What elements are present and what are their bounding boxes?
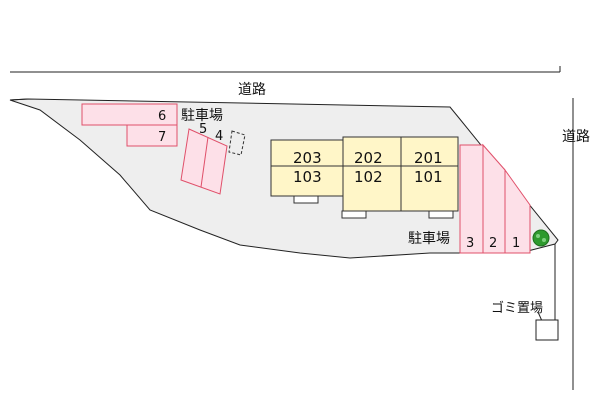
parking-spaces-right <box>459 143 531 254</box>
parking-space-2-label: 2 <box>489 236 497 251</box>
parking-space-5-label: 5 <box>199 122 207 137</box>
lot-top-edge <box>9 98 29 101</box>
road-top-label: 道路 <box>238 82 266 98</box>
apartment-building <box>270 136 459 219</box>
room-103: 103 <box>293 168 322 186</box>
parking-space-6-label: 6 <box>158 109 166 124</box>
room-203: 203 <box>293 149 322 167</box>
room-101: 101 <box>414 168 443 186</box>
parking-space-divider <box>200 136 209 188</box>
unit-block-202-102 <box>342 136 402 212</box>
parking-space-1 <box>504 168 531 254</box>
unit-block-201-101 <box>400 136 459 212</box>
parking-space-5 <box>180 128 228 195</box>
parking-space-3-label: 3 <box>466 236 474 251</box>
porch-103 <box>293 195 319 204</box>
road-top-line <box>10 66 561 73</box>
porch-102 <box>341 210 367 219</box>
parking-space-5-group <box>180 128 228 195</box>
unit-block-203-103 <box>270 139 344 197</box>
tree-icon <box>532 229 550 247</box>
garbage-label: ゴミ置場 <box>491 300 543 316</box>
garbage-station <box>535 319 559 341</box>
parking-label-bottom: 駐車場 <box>408 230 450 247</box>
porch-101 <box>428 210 454 219</box>
room-202: 202 <box>354 149 383 167</box>
room-201: 201 <box>414 149 443 167</box>
road-right-label: 道路 <box>562 129 590 145</box>
parking-space-7 <box>126 124 178 147</box>
room-102: 102 <box>354 168 383 186</box>
parking-space-7-label: 7 <box>158 130 166 145</box>
parking-space-1-label: 1 <box>512 236 520 251</box>
parking-space-4-label: 4 <box>215 129 223 144</box>
parking-label-top: 駐車場 <box>181 107 223 124</box>
